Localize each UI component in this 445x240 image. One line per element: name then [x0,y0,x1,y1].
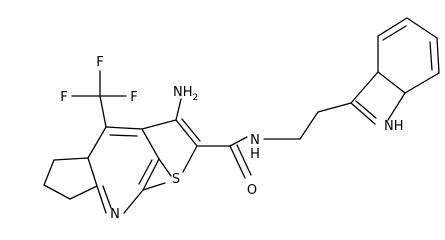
bond [377,71,406,94]
bond [350,71,379,104]
fluorine-atom-left: F [60,90,67,105]
bond [229,136,248,147]
bond [350,102,376,125]
bond [87,157,98,187]
bond [229,145,246,179]
bond [99,95,107,128]
bond [429,41,433,71]
bond [158,158,172,177]
chemical-structure: F F F NH2 N H O N S NH [43,17,440,222]
bond [105,126,143,130]
bond [53,157,89,161]
bond [138,159,153,185]
bond [175,119,198,147]
bond [355,100,377,119]
bond [404,72,440,94]
carbonyl-oxygen: O [247,183,257,198]
bond [181,118,201,142]
bond [142,182,166,191]
pyridine-nitrogen: N [110,207,120,222]
fluorine-atom-top: F [96,55,103,70]
bond [87,126,107,159]
bond [236,144,252,176]
bond [142,158,160,191]
bond [436,37,440,74]
bond [317,102,352,113]
bond [69,185,98,200]
bond [299,111,319,140]
bond [141,128,160,160]
bond [96,185,107,214]
bonds [43,17,440,214]
bond [382,25,407,41]
amino-group: NH2 [173,85,198,103]
bond [182,145,198,173]
bond [43,184,71,200]
amide-nitrogen: N [250,133,260,148]
bond [123,189,144,214]
bond [387,92,406,121]
bond [43,159,55,186]
thiophene-sulfur: S [172,172,180,187]
amide-hydrogen: H [250,147,260,162]
bond [141,119,177,130]
bond [109,134,138,137]
bond [175,98,182,121]
bond [102,185,112,209]
atom-labels: F F F NH2 N H O N S NH [60,55,403,222]
bond [406,17,438,39]
fluorine-atom-right: F [130,90,137,105]
bond [377,17,408,37]
indole-nh: NH [384,119,404,134]
